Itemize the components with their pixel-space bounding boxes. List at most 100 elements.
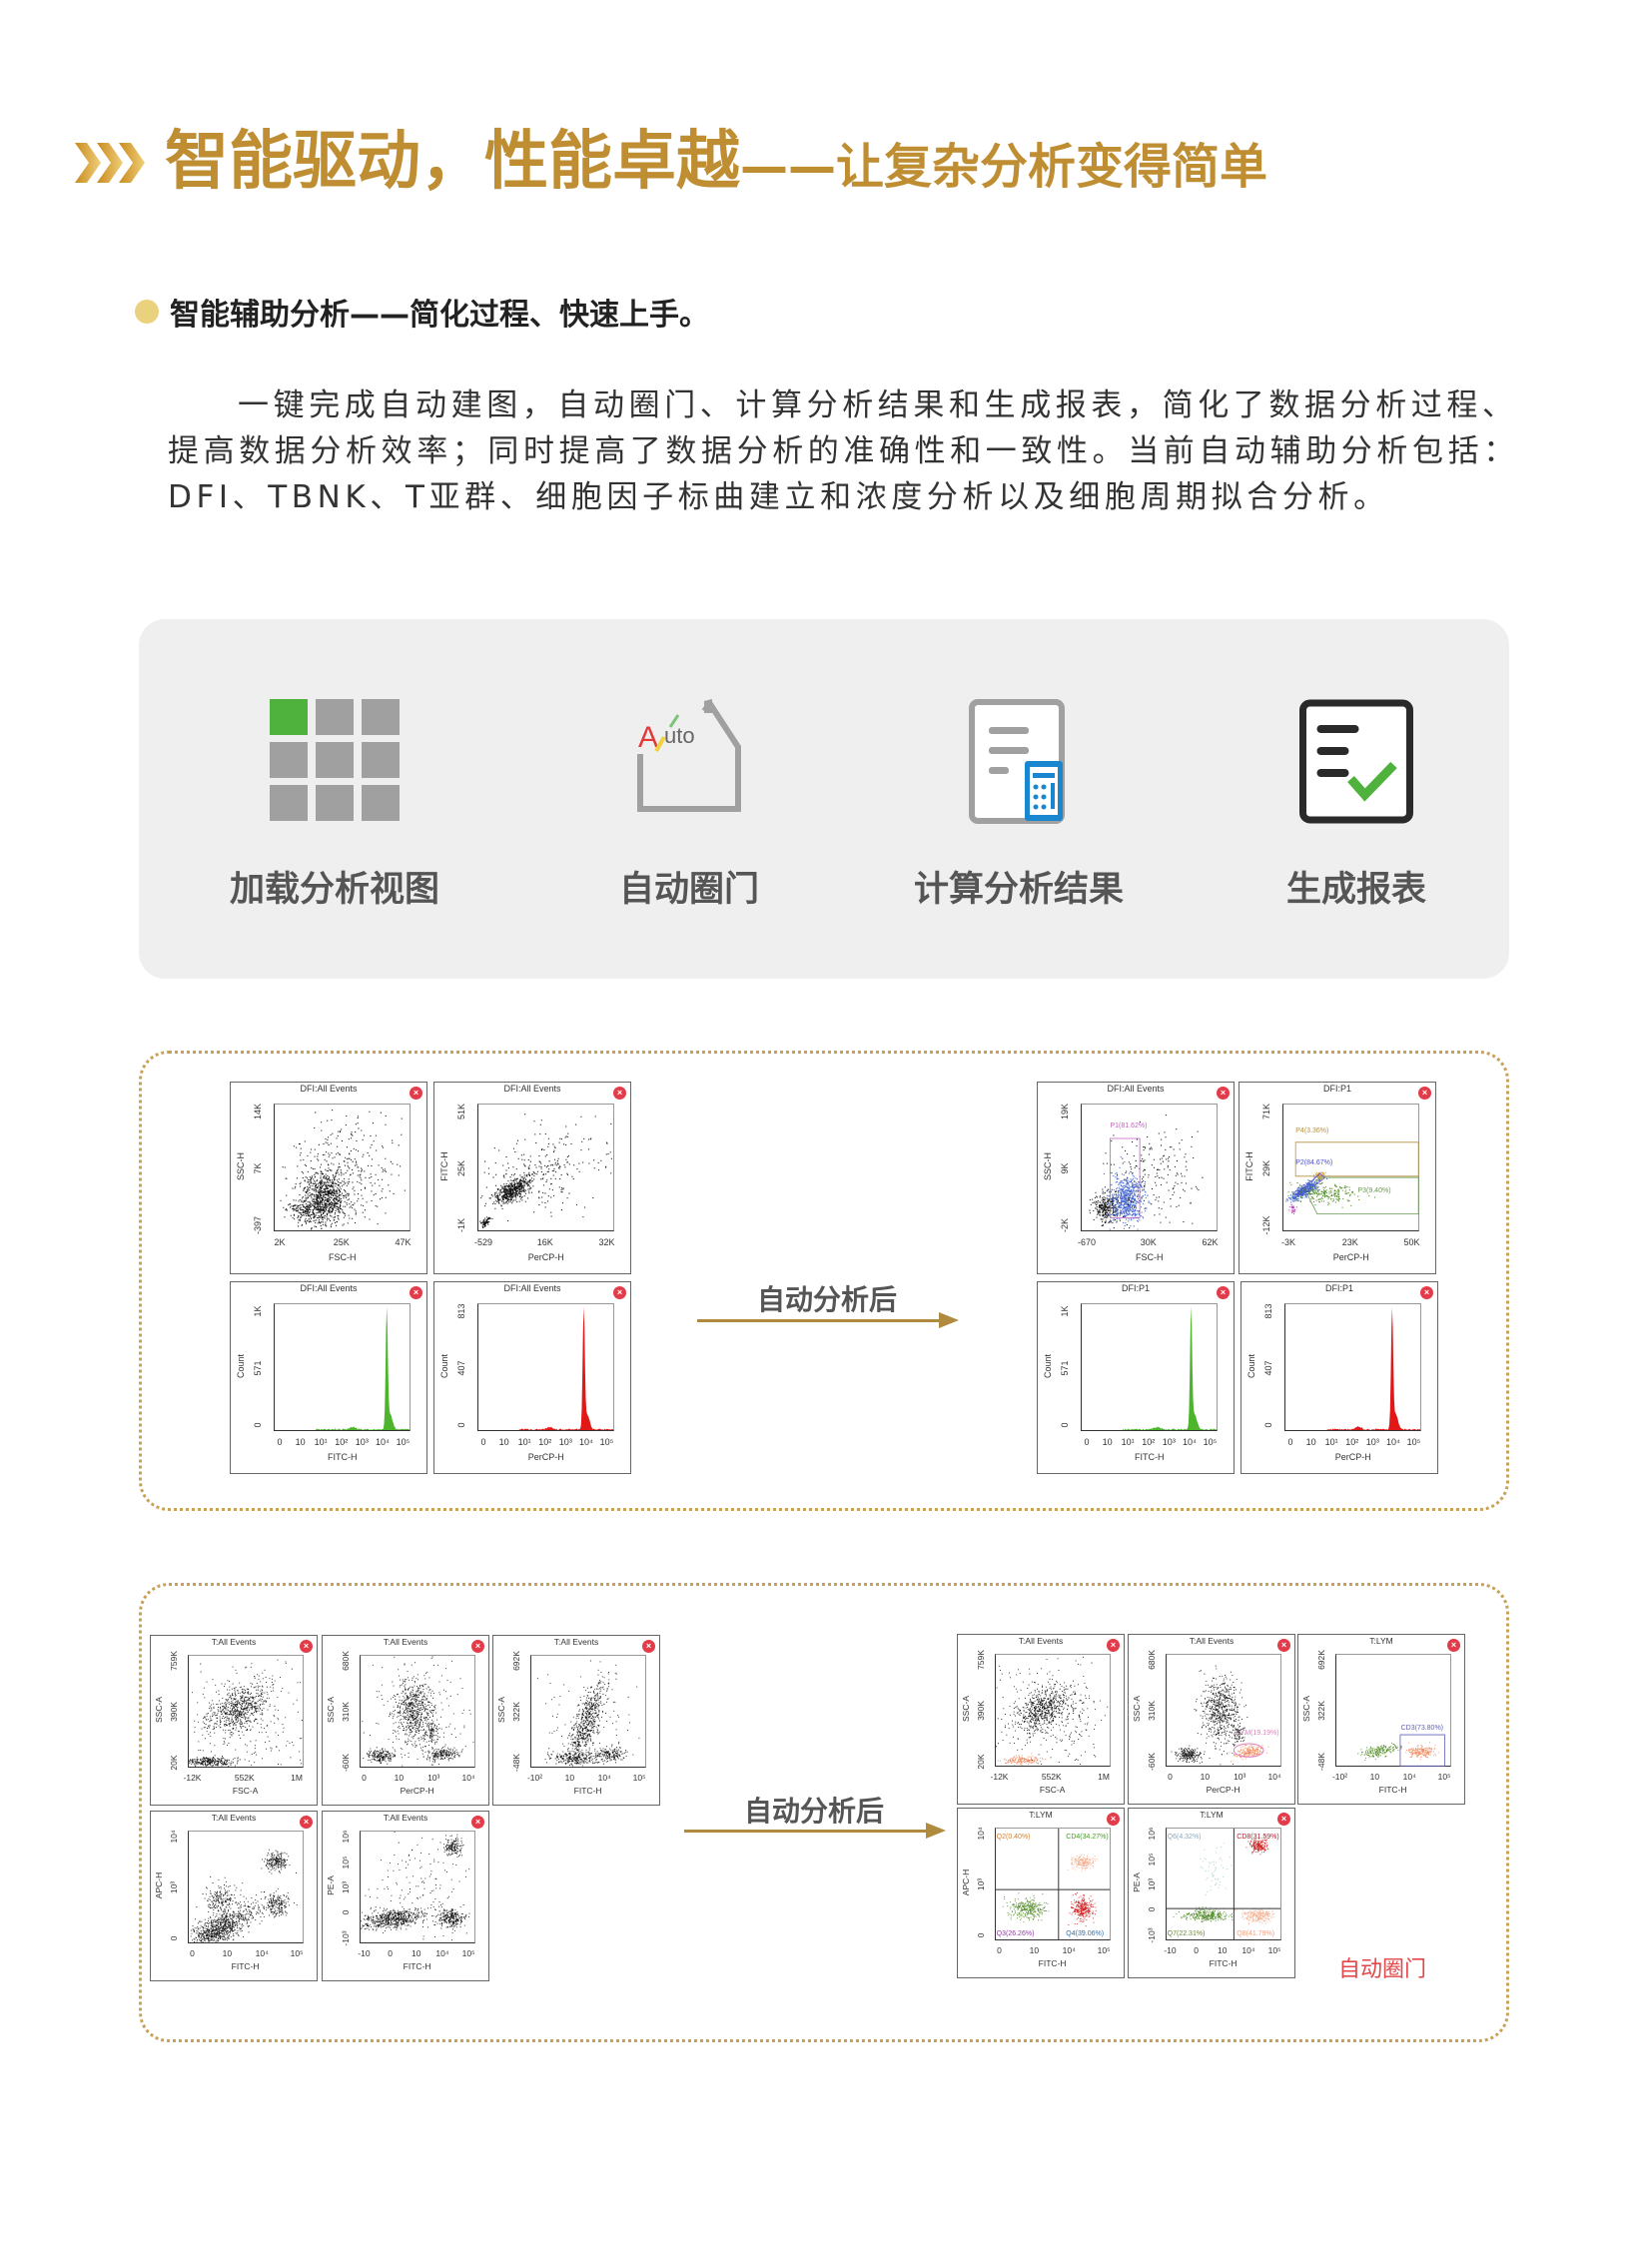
plot-title: T:All Events <box>1189 1636 1235 1646</box>
y-tick-label: -10³ <box>341 1930 352 1946</box>
x-tick-label: -670 <box>1077 1236 1097 1247</box>
close-icon[interactable]: × <box>471 1640 484 1653</box>
close-icon[interactable]: × <box>300 1816 313 1829</box>
close-icon[interactable]: × <box>1418 1087 1431 1100</box>
close-icon[interactable]: × <box>410 1286 422 1299</box>
y-axis-label: Count <box>1245 1354 1256 1379</box>
plot-canvas <box>1082 1305 1218 1430</box>
plot-title: DFI:All Events <box>503 1084 561 1094</box>
y-tick-label: 0 <box>1060 1422 1071 1428</box>
close-icon[interactable]: × <box>471 1816 484 1829</box>
y-tick-label: 0 <box>169 1935 180 1941</box>
x-axis-label: PerCP-H <box>527 1451 564 1462</box>
close-icon[interactable]: × <box>1107 1813 1120 1826</box>
close-icon[interactable]: × <box>300 1640 313 1653</box>
y-tick-label: 390K <box>976 1701 987 1721</box>
plot-title: DFI:P1 <box>1324 1283 1353 1293</box>
close-icon[interactable]: × <box>613 1286 626 1299</box>
x-tick-label: 10 <box>295 1436 306 1447</box>
close-icon[interactable]: × <box>1447 1639 1460 1652</box>
plot-area <box>477 1104 615 1231</box>
close-icon[interactable]: × <box>642 1640 655 1653</box>
scatter-cluster <box>1002 1891 1049 1922</box>
gate[interactable] <box>1167 1829 1280 1939</box>
plot-title: T:All Events <box>553 1637 599 1647</box>
gate-label: P1(81.62%) <box>1110 1121 1148 1129</box>
plot-title: T:All Events <box>211 1813 257 1823</box>
plot-area: CD3(73.80%) <box>1334 1653 1451 1767</box>
gate[interactable] <box>1295 1142 1418 1176</box>
y-tick-label: 680K <box>341 1651 352 1672</box>
x-axis-label: PerCP-H <box>1334 1451 1371 1462</box>
y-tick-label: 407 <box>1263 1360 1274 1376</box>
x-tick-label: 10¹ <box>314 1436 328 1447</box>
x-tick-label: 552K <box>234 1772 255 1783</box>
y-axis-label: FITC-H <box>1243 1151 1254 1181</box>
step-label: 加载分析视图 <box>229 870 439 910</box>
y-tick-label: -48K <box>1316 1752 1327 1771</box>
plot-area <box>477 1303 615 1431</box>
close-icon[interactable]: × <box>613 1087 626 1100</box>
y-axis-label: SSC-A <box>1132 1696 1143 1723</box>
y-axis-label: FITC-H <box>438 1151 449 1181</box>
x-tick-label: 50K <box>1403 1236 1420 1247</box>
gate[interactable] <box>1399 1735 1444 1766</box>
x-tick-label: 62K <box>1202 1236 1219 1247</box>
x-tick-label: -3K <box>1280 1236 1296 1247</box>
scatter-cluster <box>362 1746 403 1765</box>
step-label: 计算分析结果 <box>913 870 1124 910</box>
close-icon[interactable]: × <box>1277 1639 1290 1652</box>
gate[interactable] <box>996 1829 1110 1939</box>
y-tick-label: 692K <box>511 1651 522 1672</box>
plot-canvas <box>280 1110 406 1230</box>
scatter-cluster <box>1194 1665 1247 1765</box>
gate[interactable] <box>1234 1744 1263 1757</box>
close-icon[interactable]: × <box>410 1087 422 1100</box>
close-icon[interactable]: × <box>1420 1286 1433 1299</box>
plot-title: DFI:All Events <box>300 1084 358 1094</box>
x-tick-label: 23K <box>1341 1236 1358 1247</box>
y-tick-label: 759K <box>976 1650 987 1671</box>
arrow-line <box>684 1830 929 1833</box>
histogram <box>275 1306 411 1430</box>
scatter-cluster <box>593 1745 628 1765</box>
x-tick-label: 10⁴ <box>1267 1771 1281 1782</box>
x-tick-label: 0 <box>997 1944 1002 1955</box>
plot-area: LYM(19.19%) <box>1165 1653 1281 1767</box>
title-sub: ——让复杂分析变得简单 <box>740 139 1268 195</box>
gate[interactable] <box>1307 1177 1418 1214</box>
x-tick-label: 552K <box>1041 1771 1062 1782</box>
close-icon[interactable]: × <box>1217 1286 1230 1299</box>
scatter-cluster <box>442 1834 463 1858</box>
y-tick-label: 20K <box>169 1755 180 1771</box>
y-tick-label: 0 <box>976 1932 987 1938</box>
x-tick-label: 25K <box>333 1236 350 1247</box>
y-tick-label: 29K <box>1261 1159 1272 1176</box>
y-tick-label: 14K <box>253 1103 264 1120</box>
x-tick-label: 16K <box>536 1236 553 1247</box>
scatter-cluster <box>388 1670 440 1760</box>
plot-canvas <box>1171 1665 1268 1765</box>
y-tick-label: -60K <box>341 1753 352 1772</box>
gate[interactable] <box>1110 1138 1140 1217</box>
x-tick-label: 0 <box>1287 1436 1293 1447</box>
x-tick-label: -529 <box>473 1236 493 1247</box>
x-tick-label: 10⁵ <box>599 1436 614 1447</box>
y-tick-label: 0 <box>341 1910 352 1915</box>
svg-text:A: A <box>638 721 658 754</box>
quadrant-label: Q6(4.32%) <box>1167 1834 1202 1842</box>
close-icon[interactable]: × <box>1107 1639 1120 1652</box>
plot-title: T:LYM <box>1369 1636 1393 1646</box>
x-axis-label: FSC-A <box>1039 1785 1066 1796</box>
y-tick-label: 20K <box>976 1754 987 1770</box>
y-tick-label: -397 <box>253 1216 264 1235</box>
close-icon[interactable]: × <box>1217 1087 1230 1100</box>
scatter-cluster <box>1067 1853 1098 1871</box>
arrow-line <box>697 1319 942 1322</box>
bullet-dot-icon <box>135 300 159 324</box>
x-tick-label: -10 <box>358 1947 371 1958</box>
close-icon[interactable]: × <box>1277 1813 1290 1826</box>
x-tick-label: 10² <box>1345 1436 1359 1447</box>
